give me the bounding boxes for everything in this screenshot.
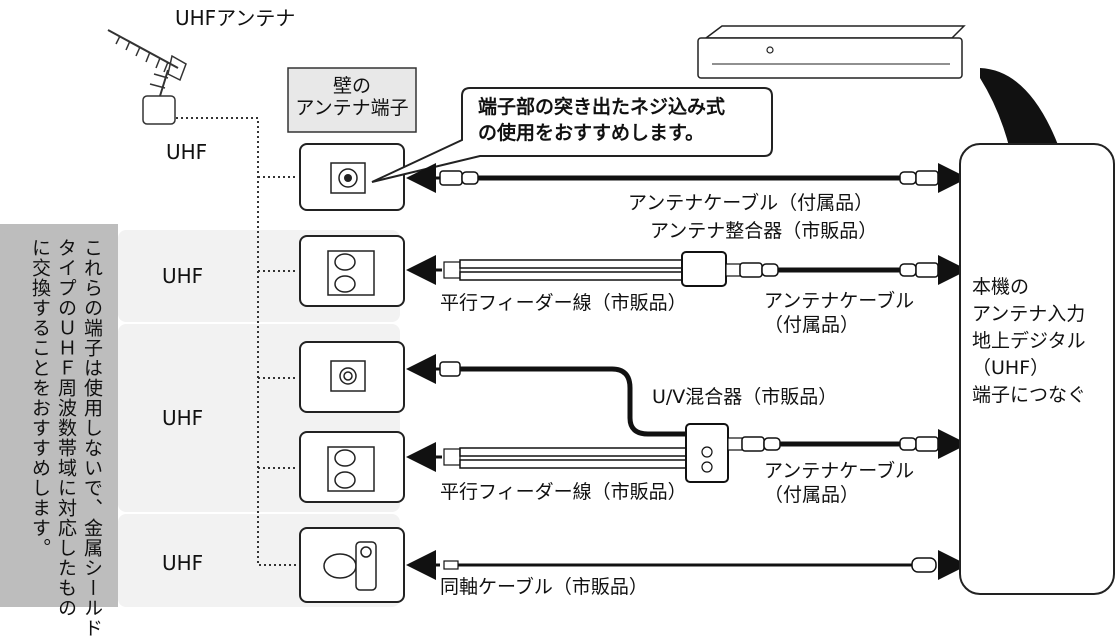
label-cable3-line2: （付属品） xyxy=(764,484,860,506)
connection-diagram: UHFアンテナ UHF 壁の アンテナ端子 端子部の突き出たネジ込み式 の使用を… xyxy=(0,6,1115,638)
label-cable2-line2: （付属品） xyxy=(764,314,860,336)
lead-line xyxy=(176,117,300,566)
uhf-antenna-icon xyxy=(107,29,187,97)
row-label-uhf-3: UHF xyxy=(162,551,204,575)
device-text: 本機の アンテナ入力 地上デジタル （UHF） 端子につなぐ xyxy=(972,274,1086,409)
device-pointer xyxy=(980,68,1060,150)
label-feeder-1: 平行フィーダー線（市販品） xyxy=(440,292,687,314)
row5-coax xyxy=(406,550,968,580)
device-line2: アンテナ入力 xyxy=(972,303,1086,325)
antenna-title: UHFアンテナ xyxy=(175,6,296,30)
antenna-box-label: UHF xyxy=(166,140,208,164)
device-line3: 地上デジタル xyxy=(972,330,1086,352)
label-matcher: アンテナ整合器（市販品） xyxy=(650,220,878,242)
callout-bubble xyxy=(371,87,773,183)
label-feeder-2: 平行フィーダー線（市販品） xyxy=(440,481,687,503)
row-label-uhf-1: UHF xyxy=(162,264,204,288)
wall-plate-1 xyxy=(299,143,405,211)
callout-text: 端子部の突き出たネジ込み式 の使用をおすすめします。 xyxy=(478,94,725,146)
label-cable2-line1: アンテナケーブル xyxy=(764,290,915,312)
wall-terminal-line2: アンテナ端子 xyxy=(295,97,409,119)
wall-terminal-line1: 壁の xyxy=(332,75,371,97)
label-coax: 同軸ケーブル（市販品） xyxy=(440,576,648,598)
row3-mixer-cables xyxy=(406,354,968,483)
label-mixer: U/V混合器（市販品） xyxy=(652,386,838,408)
wall-plate-3 xyxy=(299,341,405,413)
diagram-graphics xyxy=(0,25,1115,607)
device-input-box xyxy=(959,143,1115,595)
label-cable3-line1: アンテナケーブル xyxy=(764,460,915,482)
row1-cable xyxy=(406,163,968,193)
wall-plate-2 xyxy=(299,235,405,307)
side-note-col1: これらの端子は使用しないで、金属シールド xyxy=(81,238,103,638)
device-line1: 本機の xyxy=(972,276,1030,298)
device-line5: 端子につなぐ xyxy=(972,384,1087,406)
device-line4: （UHF） xyxy=(972,357,1050,379)
wall-terminal-label-box xyxy=(287,67,417,133)
callout-line1: 端子部の突き出たネジ込み式 xyxy=(478,96,726,118)
wall-plate-4 xyxy=(299,431,405,503)
row-label-uhf-2: UHF xyxy=(162,406,204,430)
wall-terminal-title: 壁の アンテナ端子 xyxy=(288,75,416,119)
antenna-box-icon xyxy=(142,95,176,125)
wall-plate-5 xyxy=(299,527,405,603)
recorder-device-icon xyxy=(697,25,966,79)
side-note-col3: に交換することをおすすめします。 xyxy=(29,238,51,558)
label-cable-accessory: アンテナケーブル（付属品） xyxy=(628,192,874,214)
side-note-col2: タイプのＵＨＦ周波数帯域に対応したもの xyxy=(55,238,77,618)
callout-line2: の使用をおすすめします。 xyxy=(478,122,705,144)
row2-feeder xyxy=(406,251,968,287)
